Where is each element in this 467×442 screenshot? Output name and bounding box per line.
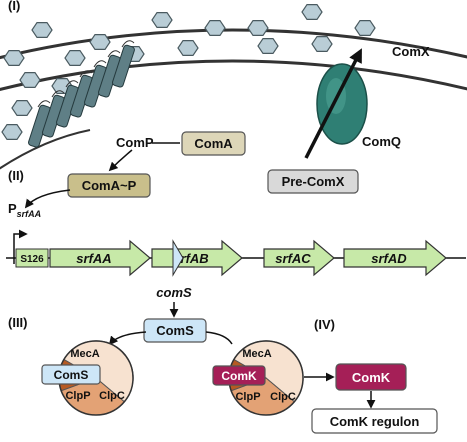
panel-label-iv: (IV) (314, 317, 335, 332)
clpc-label-left: ClpC (99, 390, 125, 402)
comx-hexagon-icon (3, 49, 25, 67)
gene-label-srfad: srfAD (371, 251, 407, 266)
comx-molecules (1, 3, 376, 140)
coma-p-to-promoter-arrow (24, 189, 71, 209)
comq-label: ComQ (362, 134, 401, 149)
panel-label-iii: (III) (8, 315, 28, 330)
gene-label-srfaa: srfAA (76, 251, 111, 266)
gene-arrow-srfad (343, 239, 447, 277)
comx-hexagon-icon (31, 22, 53, 39)
coms-bound-box (41, 364, 101, 385)
pre-comx-box (267, 169, 359, 194)
comx-label: ComX (392, 44, 430, 59)
clpc-label-right: ClpC (270, 391, 296, 403)
comp-loop (37, 100, 51, 108)
coms-to-right-complex-arrow (205, 331, 233, 345)
coma-label: ComA (194, 136, 233, 151)
s126-label: S126 (20, 254, 44, 265)
meca-label-right: MecA (242, 348, 271, 360)
comp-loop (51, 90, 65, 98)
coms-gene-label: comS (156, 285, 192, 300)
comq-export-arrow (304, 48, 362, 159)
comx-hexagon-icon (151, 12, 173, 28)
comp-loop (107, 50, 121, 58)
promoter-arrow (13, 229, 28, 264)
coms-label: ComS (156, 323, 194, 338)
meca-label-left: MecA (70, 348, 99, 360)
s126-box (15, 248, 49, 268)
coms-gene-mark (172, 239, 184, 277)
comp-helix (112, 44, 135, 88)
coma-box (181, 131, 246, 156)
comp-loop (93, 60, 107, 68)
comx-hexagon-icon (311, 35, 333, 53)
comx-hexagon-icon (247, 20, 269, 37)
promoter-label: PsrfAA (8, 201, 41, 219)
comk-bound-box (212, 365, 266, 386)
comx-hexagon-icon (177, 39, 199, 57)
comk-bound-label: ComK (221, 369, 257, 383)
panel-label-ii: (II) (8, 168, 24, 183)
comx-hexagon-icon (64, 49, 86, 67)
panel-label-i: (I) (8, 0, 20, 13)
comx-hexagon-icon (257, 37, 279, 55)
coma-p-box (67, 173, 151, 198)
comx-hexagon-icon (354, 20, 376, 37)
comp-loop (65, 80, 79, 88)
gene-label-srfac: srfAC (275, 251, 311, 266)
comp-receptor (28, 40, 135, 148)
gene-arrow-srfaa (49, 239, 151, 277)
comp-loop (79, 70, 93, 78)
comp-loop (121, 40, 135, 48)
coms-bound-label: ComS (54, 368, 89, 382)
clpp-label-left: ClpP (65, 390, 90, 402)
comx-hexagon-icon (11, 99, 33, 117)
comk-label: ComK (352, 370, 391, 385)
comx-hexagon-icon (301, 3, 323, 20)
comp-label: ComP (116, 135, 154, 150)
cell-membrane (0, 28, 467, 170)
comk-box (335, 363, 407, 391)
comq-protein (316, 63, 368, 145)
comx-hexagon-icon (204, 20, 226, 37)
comx-hexagon-icon (1, 123, 23, 140)
coma-p-label: ComA~P (82, 178, 137, 193)
coms-to-left-complex-arrow (108, 331, 147, 346)
comk-regulon-box (311, 408, 438, 434)
comx-hexagon-icon (19, 71, 41, 89)
comx-hexagon-icon (89, 33, 111, 51)
comk-regulon-label: ComK regulon (330, 414, 420, 429)
coms-box (143, 318, 207, 343)
pre-comx-label: Pre-ComX (282, 174, 345, 189)
gene-arrow-srfac (263, 239, 335, 277)
gene-label-srfab: srfAB (173, 251, 208, 266)
clpp-label-right: ClpP (235, 391, 260, 403)
phosphorylation-arrow (108, 149, 133, 172)
